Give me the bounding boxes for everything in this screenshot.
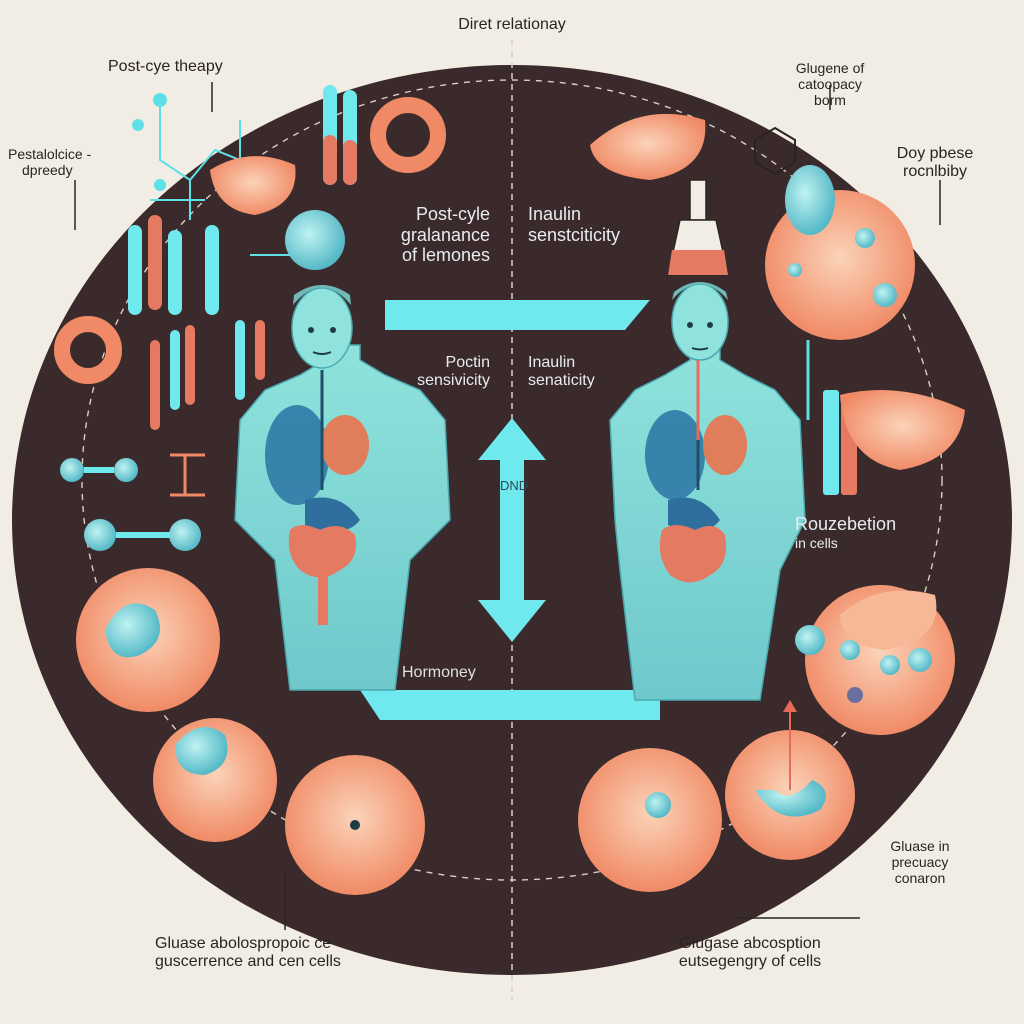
label-left-side-line1: Pestalolcice - (8, 146, 92, 162)
test-tubes-topleft (128, 85, 357, 315)
label-right-lower-line3: conaron (894, 870, 946, 887)
blue-cell-topleft (285, 210, 345, 270)
label-right-mid: Rouzebetion in cells (795, 514, 935, 551)
molecule-network-topleft (132, 93, 241, 220)
label-top-right-line2: catoopacy (798, 76, 862, 93)
blue-dot-7 (908, 648, 932, 672)
label-right-upper-line2: rocnlbiby (902, 163, 968, 181)
human-figure-left (234, 285, 451, 691)
label-right-lower: Gluase in precuacy conaron (860, 838, 980, 886)
blue-dot-5 (840, 640, 860, 660)
label-bottom-right: Glugase abcosption eutsegengry of cells (640, 935, 860, 972)
blue-dot-6 (880, 655, 900, 675)
label-left-side: Pestalolcice - dpreedy (8, 146, 158, 178)
cell-bottom-right (725, 730, 855, 860)
arrowhead-up (783, 700, 797, 712)
label-top-left: Post-cye theapy (108, 58, 223, 75)
label-right-upper-line1: Doy pbese (896, 145, 974, 162)
label-center-right-upper: Inaulin senstciticity (528, 204, 658, 245)
label-top-title: Diret relationay (458, 16, 566, 33)
label-harmony: Hormoney (402, 664, 476, 681)
label-arrow-text: DND (500, 478, 529, 493)
peach-half-topright (590, 113, 706, 180)
label-right-lower-line1: Gluase in (890, 838, 950, 854)
blue-dot-2 (788, 263, 802, 277)
molecule-left (60, 453, 205, 551)
cell-bottom-right-center (578, 748, 722, 892)
label-bottom-left-line2: guscerrence and cen cells (155, 953, 341, 971)
benzene-ring (754, 126, 796, 176)
label-center-right-upper-line1: Inaulin (528, 204, 582, 224)
label-center-right-upper-line2: senstciticity (528, 224, 621, 245)
label-top-right-line3: borm (814, 92, 846, 109)
label-center-left-upper-line1: Post-cyle (415, 204, 490, 224)
label-left-side-line2: dpreedy (22, 162, 73, 179)
nucleus-dot (350, 820, 360, 830)
blue-dot-8 (645, 792, 671, 818)
label-bottom-right-line2: eutsegengry of cells (678, 953, 822, 971)
label-center-right-mid-line1: Inaulin (528, 354, 576, 371)
label-center-left-mid-line1: Poctin (445, 354, 490, 371)
label-right-upper: Doy pbese rocnlbiby (870, 145, 1000, 182)
label-right-mid-line1: Rouzebetion (795, 514, 897, 534)
top-bracket (385, 300, 650, 330)
label-right-mid-line2: in cells (795, 534, 838, 551)
peach-half-topleft (210, 156, 296, 215)
label-center-left-mid-line2: sensivicity (417, 372, 490, 390)
label-center-left-mid: Poctin sensivicity (380, 354, 490, 391)
label-center-left-upper-line2: gralanance (400, 224, 490, 245)
blue-dot-1 (855, 228, 875, 248)
label-center-left-upper: Post-cyle gralanance of lemones (360, 204, 490, 266)
flow-ring (81, 79, 943, 881)
label-bottom-right-line1: Glugase abcosption (679, 935, 821, 952)
label-top-right: Glugene of catoopacy borm (770, 60, 890, 108)
purple-dot (847, 687, 863, 703)
blue-cell-right-upper (785, 165, 835, 235)
peach-inner-right (840, 590, 937, 650)
label-right-lower-line2: precuacy (891, 854, 949, 871)
ring-cell-top (370, 97, 446, 173)
peach-half-right (840, 390, 965, 470)
human-figure-right (609, 282, 806, 701)
organelle-bottom-right (755, 780, 826, 817)
label-center-right-mid-line2: senaticity (528, 372, 595, 390)
blue-dot-4 (795, 625, 825, 655)
label-center-right-mid: Inaulin senaticity (528, 354, 648, 391)
vials-left (150, 320, 265, 430)
flask-topright (667, 179, 729, 276)
label-top-right-line1: Glugene of (795, 60, 865, 76)
double-arrow (478, 418, 546, 642)
organelle-left (105, 603, 160, 658)
label-center-left-upper-line3: of lemones (401, 245, 490, 266)
blue-dot-3 (873, 283, 897, 307)
bottom-bracket (360, 690, 660, 720)
organelle-bottom-left (175, 727, 228, 775)
label-bottom-left: Gluase abolospropoic ce guscerrence and … (155, 935, 415, 972)
label-bottom-left-line1: Gluase abolospropoic ce (155, 935, 332, 952)
ring-cell-left (54, 316, 122, 384)
